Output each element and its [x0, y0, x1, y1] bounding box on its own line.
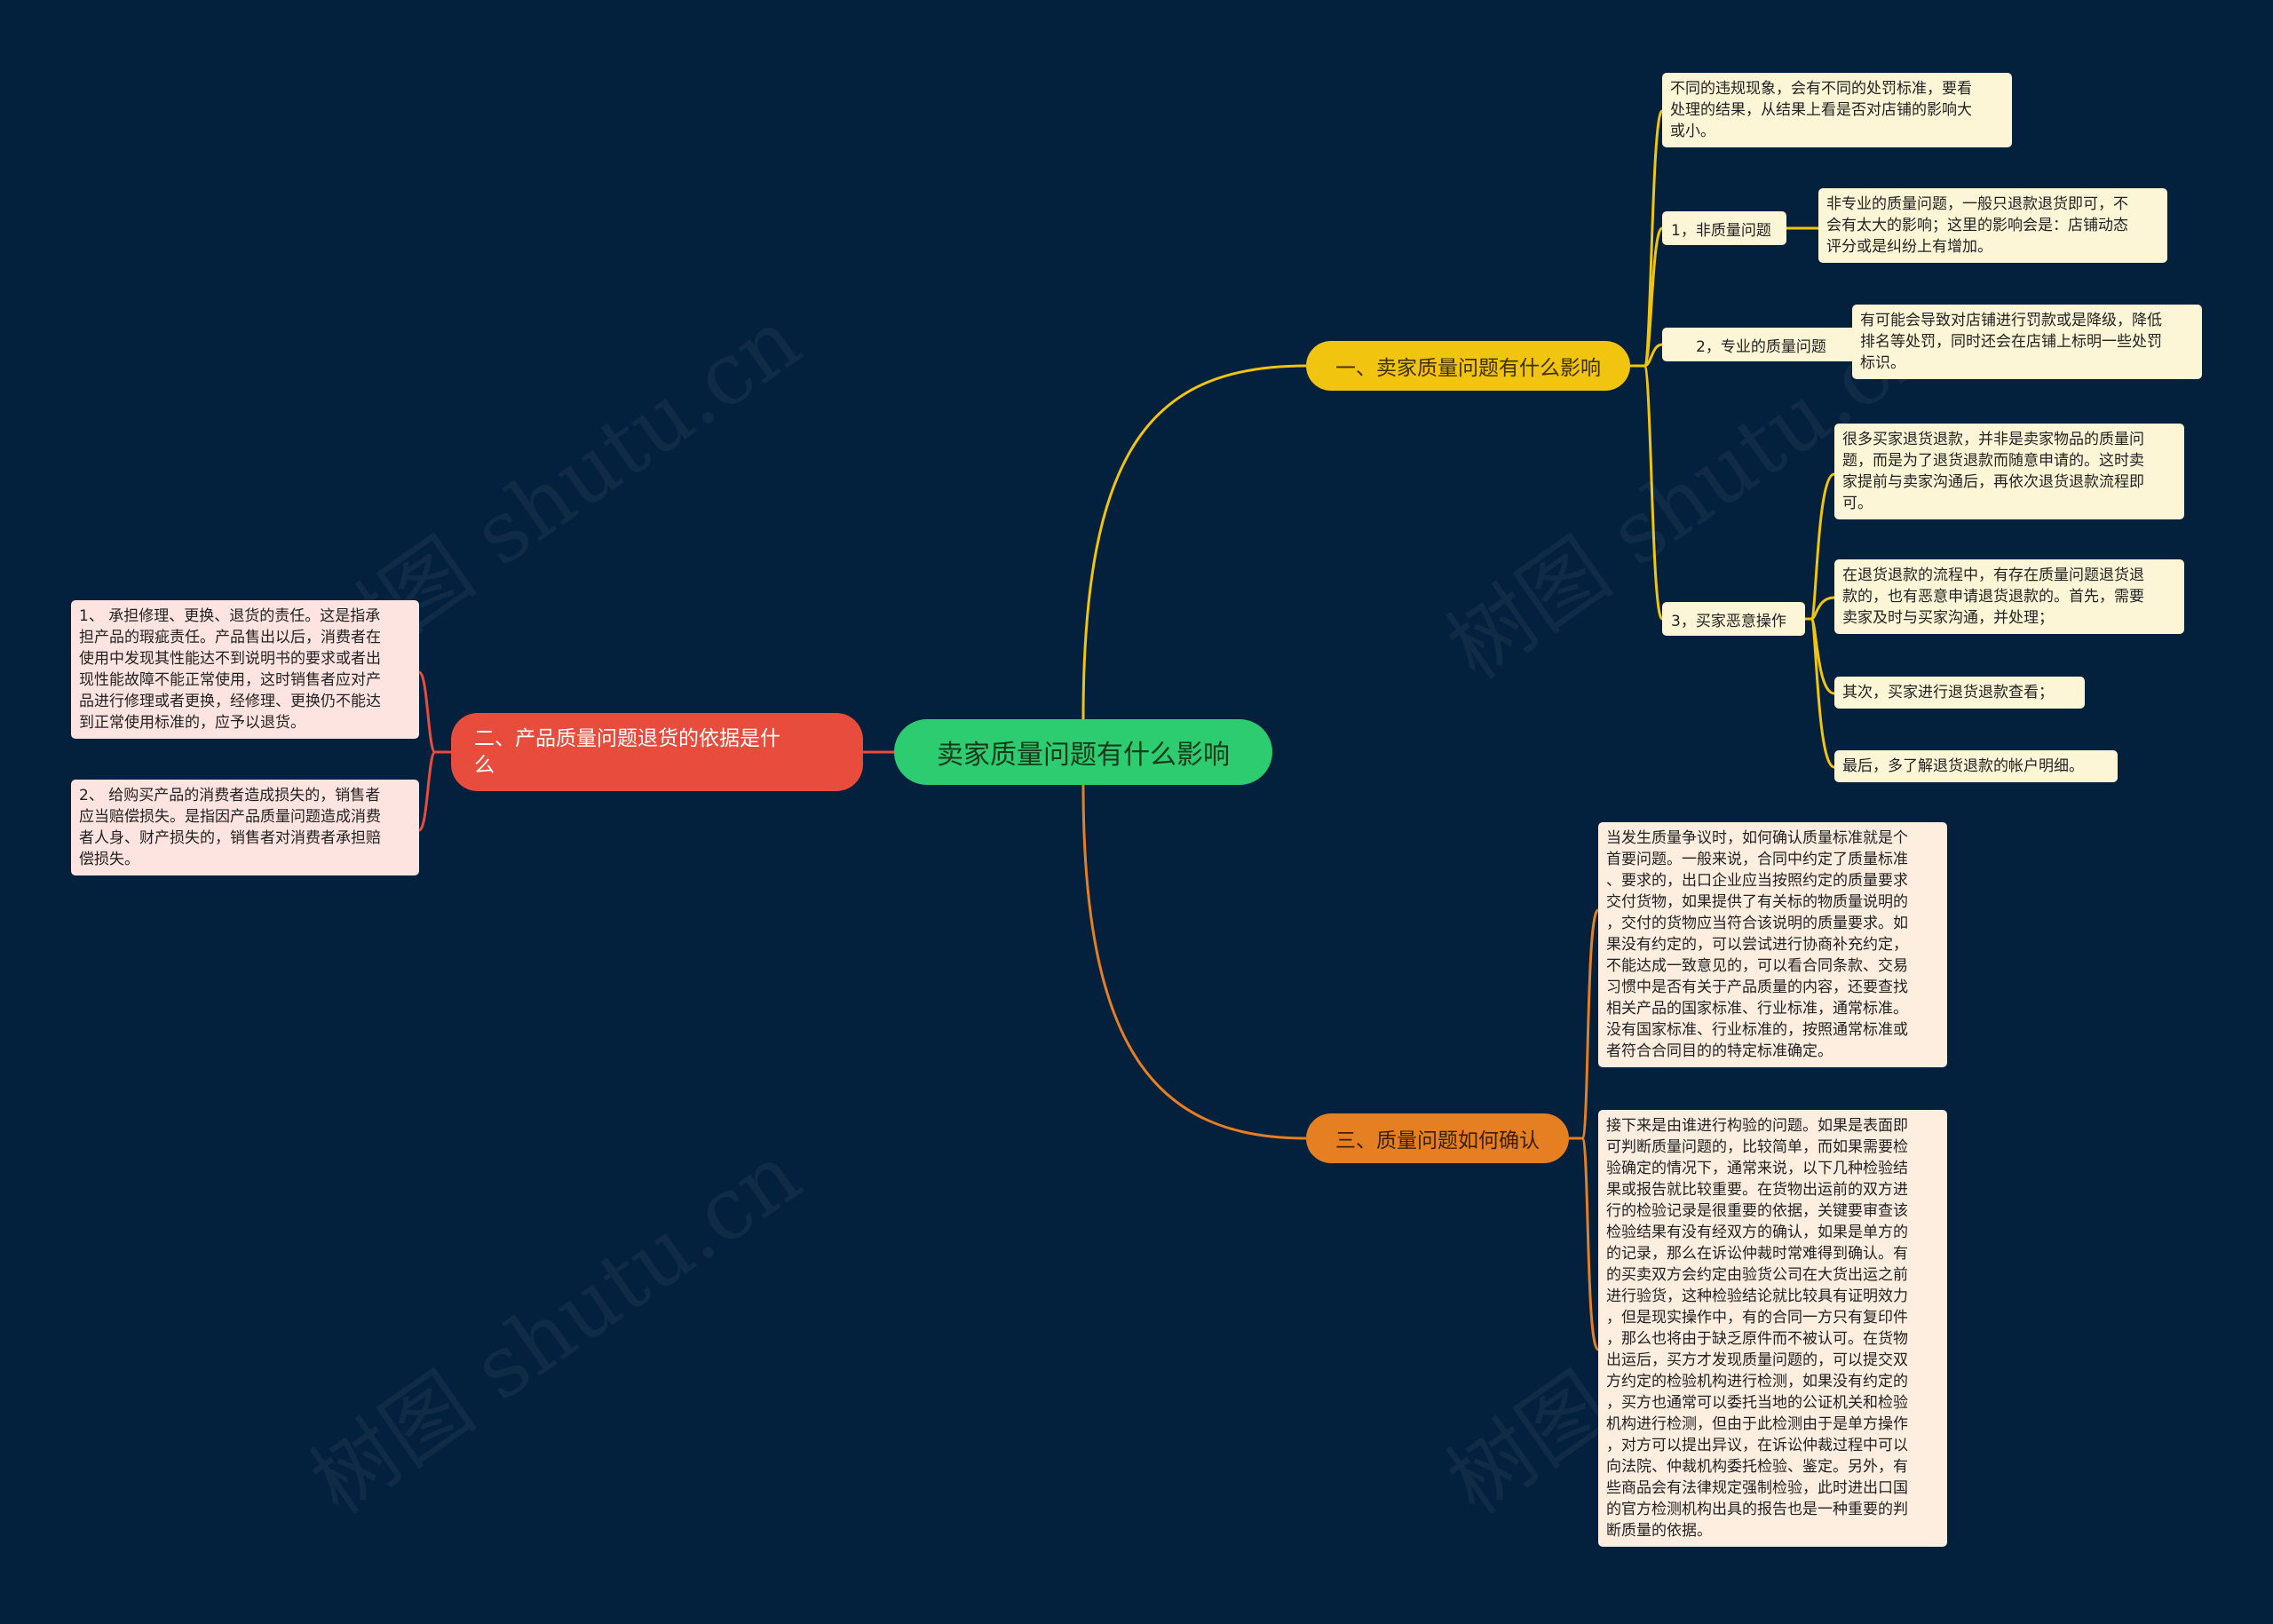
- central-topic[interactable]: 卖家质量问题有什么影响: [894, 719, 1272, 785]
- branch-1-sub-2[interactable]: 2，专业的质量问题: [1662, 328, 1860, 361]
- branch-1-sub-3-detail-3[interactable]: 其次，买家进行退货退款查看；: [1834, 677, 2085, 709]
- branch-3-topic[interactable]: 三、质量问题如何确认: [1306, 1113, 1569, 1163]
- link-b1-sub1: [1643, 226, 1664, 368]
- link-center-branch1: [1081, 364, 1307, 720]
- link-b2-d2: [417, 750, 437, 832]
- branch-1-sub-3-detail-4[interactable]: 最后，多了解退货退款的帐户明细。: [1834, 750, 2118, 782]
- branch-1-topic[interactable]: 一、卖家质量问题有什么影响: [1306, 341, 1630, 391]
- branch-1-sub-3-detail-1[interactable]: 很多买家退货退款，并非是卖家物品的质量问 题，而是为了退货退款而随意申请的。这时…: [1834, 424, 2184, 519]
- link-sub3-d4: [1810, 617, 1835, 769]
- branch-3-detail-1[interactable]: 当发生质量争议时，如何确认质量标准就是个 首要问题。一般来说，合同中约定了质量标…: [1598, 822, 1947, 1067]
- branch-2-detail-1[interactable]: 1、 承担修理、更换、退货的责任。这是指承 担产品的瑕疵责任。产品售出以后，消费…: [71, 600, 419, 739]
- branch-1-sub-3-detail-2[interactable]: 在退货退款的流程中，有存在质量问题退货退 款的，也有恶意申请退货退款的。首先，需…: [1834, 559, 2184, 634]
- branch-1-sub-1[interactable]: 1，非质量问题: [1662, 211, 1786, 245]
- branch-1-sub-3[interactable]: 3，买家恶意操作: [1662, 602, 1805, 636]
- link-b1-sub2: [1643, 343, 1663, 368]
- link-b3-d1: [1569, 908, 1600, 1140]
- link-b3-d2: [1580, 1137, 1600, 1351]
- link-b2-d1: [417, 670, 451, 754]
- branch-1-sub-1-detail[interactable]: 非专业的质量问题，一般只退款退货即可，不 会有太大的影响；这里的影响会是：店铺动…: [1818, 188, 2167, 263]
- branch-2-detail-2[interactable]: 2、 给购买产品的消费者造成损失的，销售者 应当赔偿损失。是指因产品质量问题造成…: [71, 780, 419, 875]
- branch-3-detail-2[interactable]: 接下来是由谁进行构验的问题。如果是表面即 可判断质量问题的，比较简单，而如果需要…: [1598, 1110, 1947, 1547]
- link-center-branch3: [1081, 784, 1307, 1140]
- link-b1-sub3: [1643, 364, 1664, 621]
- branch-1-intro-note[interactable]: 不同的违规现象，会有不同的处罚标准，要看 处理的结果，从结果上看是否对店铺的影响…: [1662, 73, 2012, 147]
- branch-1-sub-2-detail[interactable]: 有可能会导致对店铺进行罚款或是降级，降低 排名等处罚，同时还会在店铺上标明一些处…: [1852, 305, 2202, 379]
- branch-2-topic[interactable]: 二、产品质量问题退货的依据是什 么: [451, 713, 863, 791]
